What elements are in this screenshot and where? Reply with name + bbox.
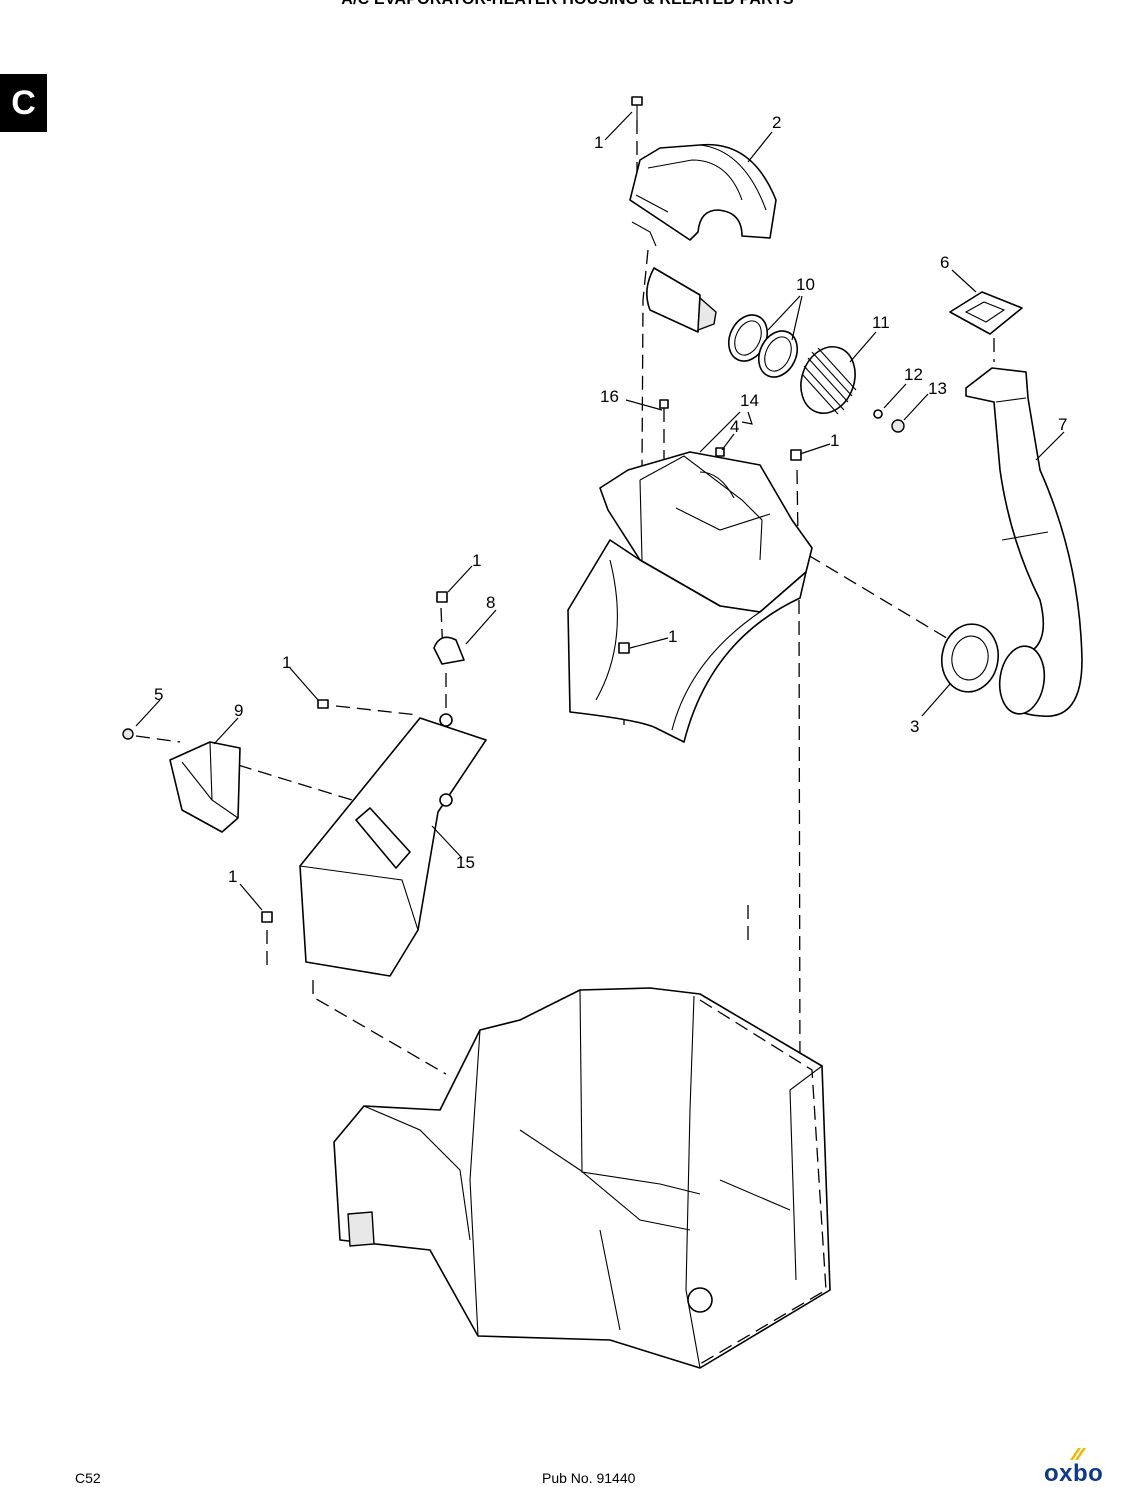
callout-2: 2	[772, 113, 781, 132]
air-duct	[965, 367, 1083, 717]
callout-10: 10	[796, 275, 815, 294]
defrost-duct	[299, 713, 487, 977]
screw-icon	[317, 699, 329, 709]
callout-labels: 1 2 10 6 11 12 13 16 14 4 1 7 1 8 1 1 5 …	[154, 113, 1067, 886]
publication-number: Pub No. 91440	[542, 1470, 636, 1486]
callout-15: 15	[456, 853, 475, 872]
section-tab: C	[0, 74, 47, 132]
callout-13: 13	[928, 379, 947, 398]
ring-gasket	[941, 623, 999, 693]
leader-lines	[135, 111, 1065, 911]
page-number: C52	[75, 1470, 101, 1486]
screw-icon	[261, 911, 273, 923]
callout-6: 6	[940, 253, 949, 272]
evaporator-heater-case	[333, 987, 831, 1369]
upper-blower-housing	[599, 451, 813, 613]
screw-icon	[436, 591, 448, 603]
brand-logo: oxbo	[1044, 1460, 1104, 1487]
callout-1: 1	[830, 431, 839, 450]
blower-motor	[646, 267, 717, 333]
nut	[891, 419, 905, 433]
wire-clip	[631, 221, 657, 247]
screw-icon	[659, 399, 669, 409]
callout-1: 1	[228, 867, 237, 886]
callout-5: 5	[154, 685, 163, 704]
duct-gasket	[949, 291, 1023, 335]
callout-9: 9	[234, 701, 243, 720]
callout-3: 3	[910, 717, 919, 736]
callout-8: 8	[486, 593, 495, 612]
callout-16: 16	[600, 387, 619, 406]
assembly-lines	[135, 120, 995, 1083]
callout-4: 4	[730, 417, 739, 436]
washer	[873, 409, 883, 419]
blower-wheel	[800, 346, 857, 415]
nut	[122, 728, 134, 740]
callout-11: 11	[872, 313, 890, 332]
callout-1: 1	[594, 133, 603, 152]
callout-12: 12	[904, 365, 923, 384]
relay-module	[169, 741, 241, 833]
page-title: A/C EVAPORATOR-HEATER HOUSING & RELATED …	[0, 0, 1135, 9]
screw-icon	[631, 96, 643, 120]
callout-1: 1	[668, 627, 677, 646]
callout-1: 1	[472, 551, 481, 570]
screw-icon	[790, 449, 802, 461]
blower-cover	[629, 143, 777, 241]
callout-7: 7	[1058, 415, 1067, 434]
oxbo-logo-icon	[1070, 1448, 1086, 1460]
o-ring-pair	[727, 314, 799, 378]
blower-scroll-housing	[567, 539, 807, 743]
clip	[433, 636, 465, 665]
screw-icon	[715, 447, 725, 457]
callout-1: 1	[282, 653, 291, 672]
callout-14: 14	[740, 391, 759, 410]
